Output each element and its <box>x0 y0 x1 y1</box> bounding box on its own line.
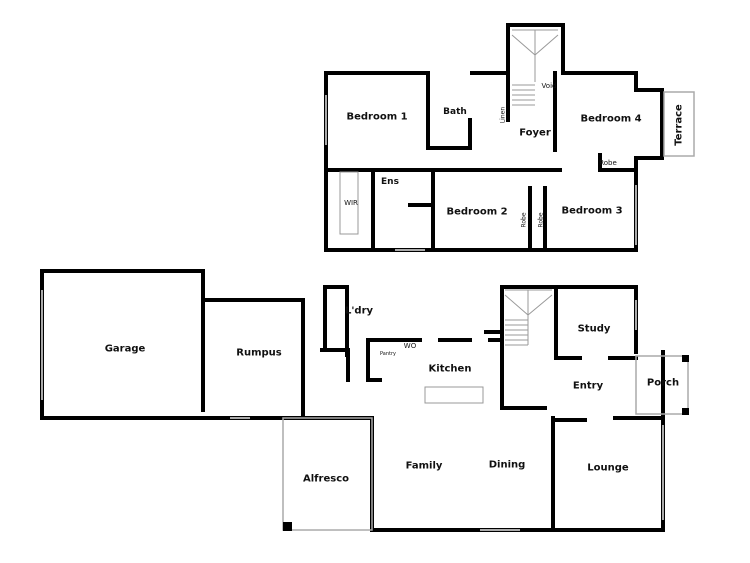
room-label-dining: Dining <box>488 459 526 471</box>
room-label-bedroom2: Bedroom 2 <box>446 206 508 218</box>
room-label-kitchen: Kitchen <box>428 363 472 375</box>
room-label-family: Family <box>405 460 443 472</box>
room-label-robe-b3: Robe <box>537 212 545 228</box>
room-label-study: Study <box>577 323 611 335</box>
upper-outer-wall <box>324 23 664 252</box>
upper-interior-walls <box>324 71 638 252</box>
room-label-linen: Linen <box>499 106 507 124</box>
room-label-robe-b4: Robe <box>599 159 617 167</box>
room-label-robe-b2: Robe <box>520 212 528 228</box>
room-label-ldry: L'dry <box>344 305 374 317</box>
room-label-porch: Porch <box>646 377 680 389</box>
room-label-bedroom4: Bedroom 4 <box>580 113 642 125</box>
room-label-void: Void <box>541 82 557 90</box>
room-label-entry: Entry <box>572 380 604 392</box>
room-label-ens: Ens <box>381 177 399 187</box>
room-label-terrace: Terrace <box>673 104 685 146</box>
room-label-rumpus: Rumpus <box>236 347 282 359</box>
room-label-bedroom3: Bedroom 3 <box>561 205 623 217</box>
room-label-wir: WIR <box>344 199 358 207</box>
room-label-bedroom1: Bedroom 1 <box>346 111 408 123</box>
room-label-foyer: Foyer <box>519 127 551 139</box>
room-label-alfresco: Alfresco <box>303 473 349 485</box>
room-label-wo: WO <box>403 342 417 350</box>
ground-interior-walls <box>201 285 665 532</box>
room-label-pantry: Pantry <box>380 351 396 357</box>
room-label-garage: Garage <box>104 343 146 355</box>
room-label-lounge: Lounge <box>587 462 629 474</box>
room-label-bath: Bath <box>443 107 467 117</box>
